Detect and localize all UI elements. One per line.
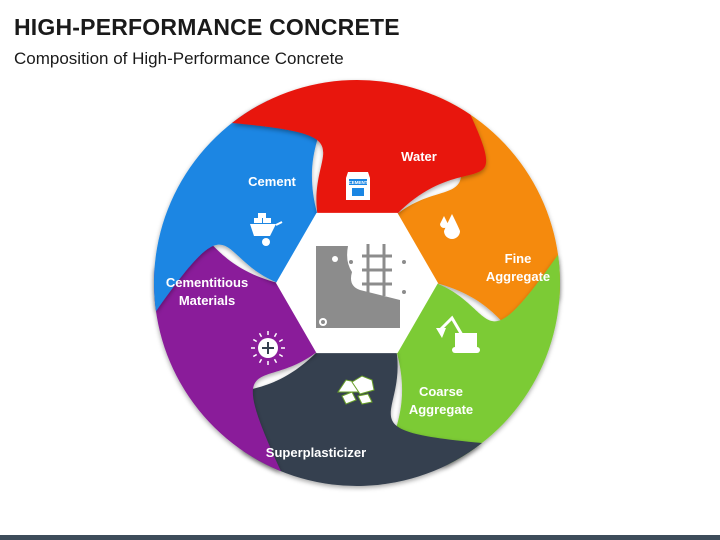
- cement-bag-icon: CEMENT: [346, 172, 370, 200]
- segment-label-1: Water: [401, 149, 437, 164]
- segment-2: [396, 94, 560, 336]
- segment-5: [154, 230, 318, 472]
- excavator-icon: [436, 315, 480, 353]
- page-subtitle: Composition of High-Performance Concrete: [14, 49, 344, 68]
- segment-label-4: Superplasticizer: [266, 445, 366, 460]
- concrete-wall-icon: [316, 244, 406, 328]
- segment-6: [154, 100, 322, 312]
- water-drop-icon: [440, 214, 460, 239]
- rocks-icon: [337, 375, 375, 405]
- segment-4: [227, 351, 482, 487]
- additive-icon: [251, 331, 285, 365]
- bottom-bar: [0, 535, 720, 540]
- page-title: HIGH-PERFORMANCE CONCRETE: [14, 14, 400, 40]
- cement-bag-text: CEMENT: [349, 180, 368, 185]
- wheelbarrow-bricks-icon: [250, 213, 283, 246]
- segment-1: [232, 79, 487, 215]
- segment-3: [392, 254, 560, 466]
- segment-label-6: Cement: [248, 174, 296, 189]
